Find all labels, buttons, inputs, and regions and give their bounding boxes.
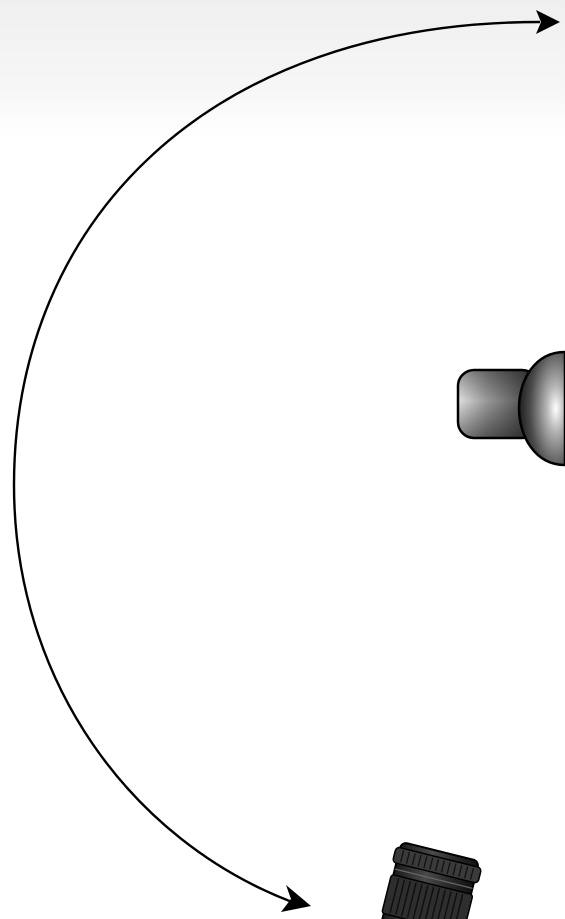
lens-icon xyxy=(376,841,483,919)
lamp-icon xyxy=(458,352,565,465)
curved-arrow-icon xyxy=(14,10,560,912)
